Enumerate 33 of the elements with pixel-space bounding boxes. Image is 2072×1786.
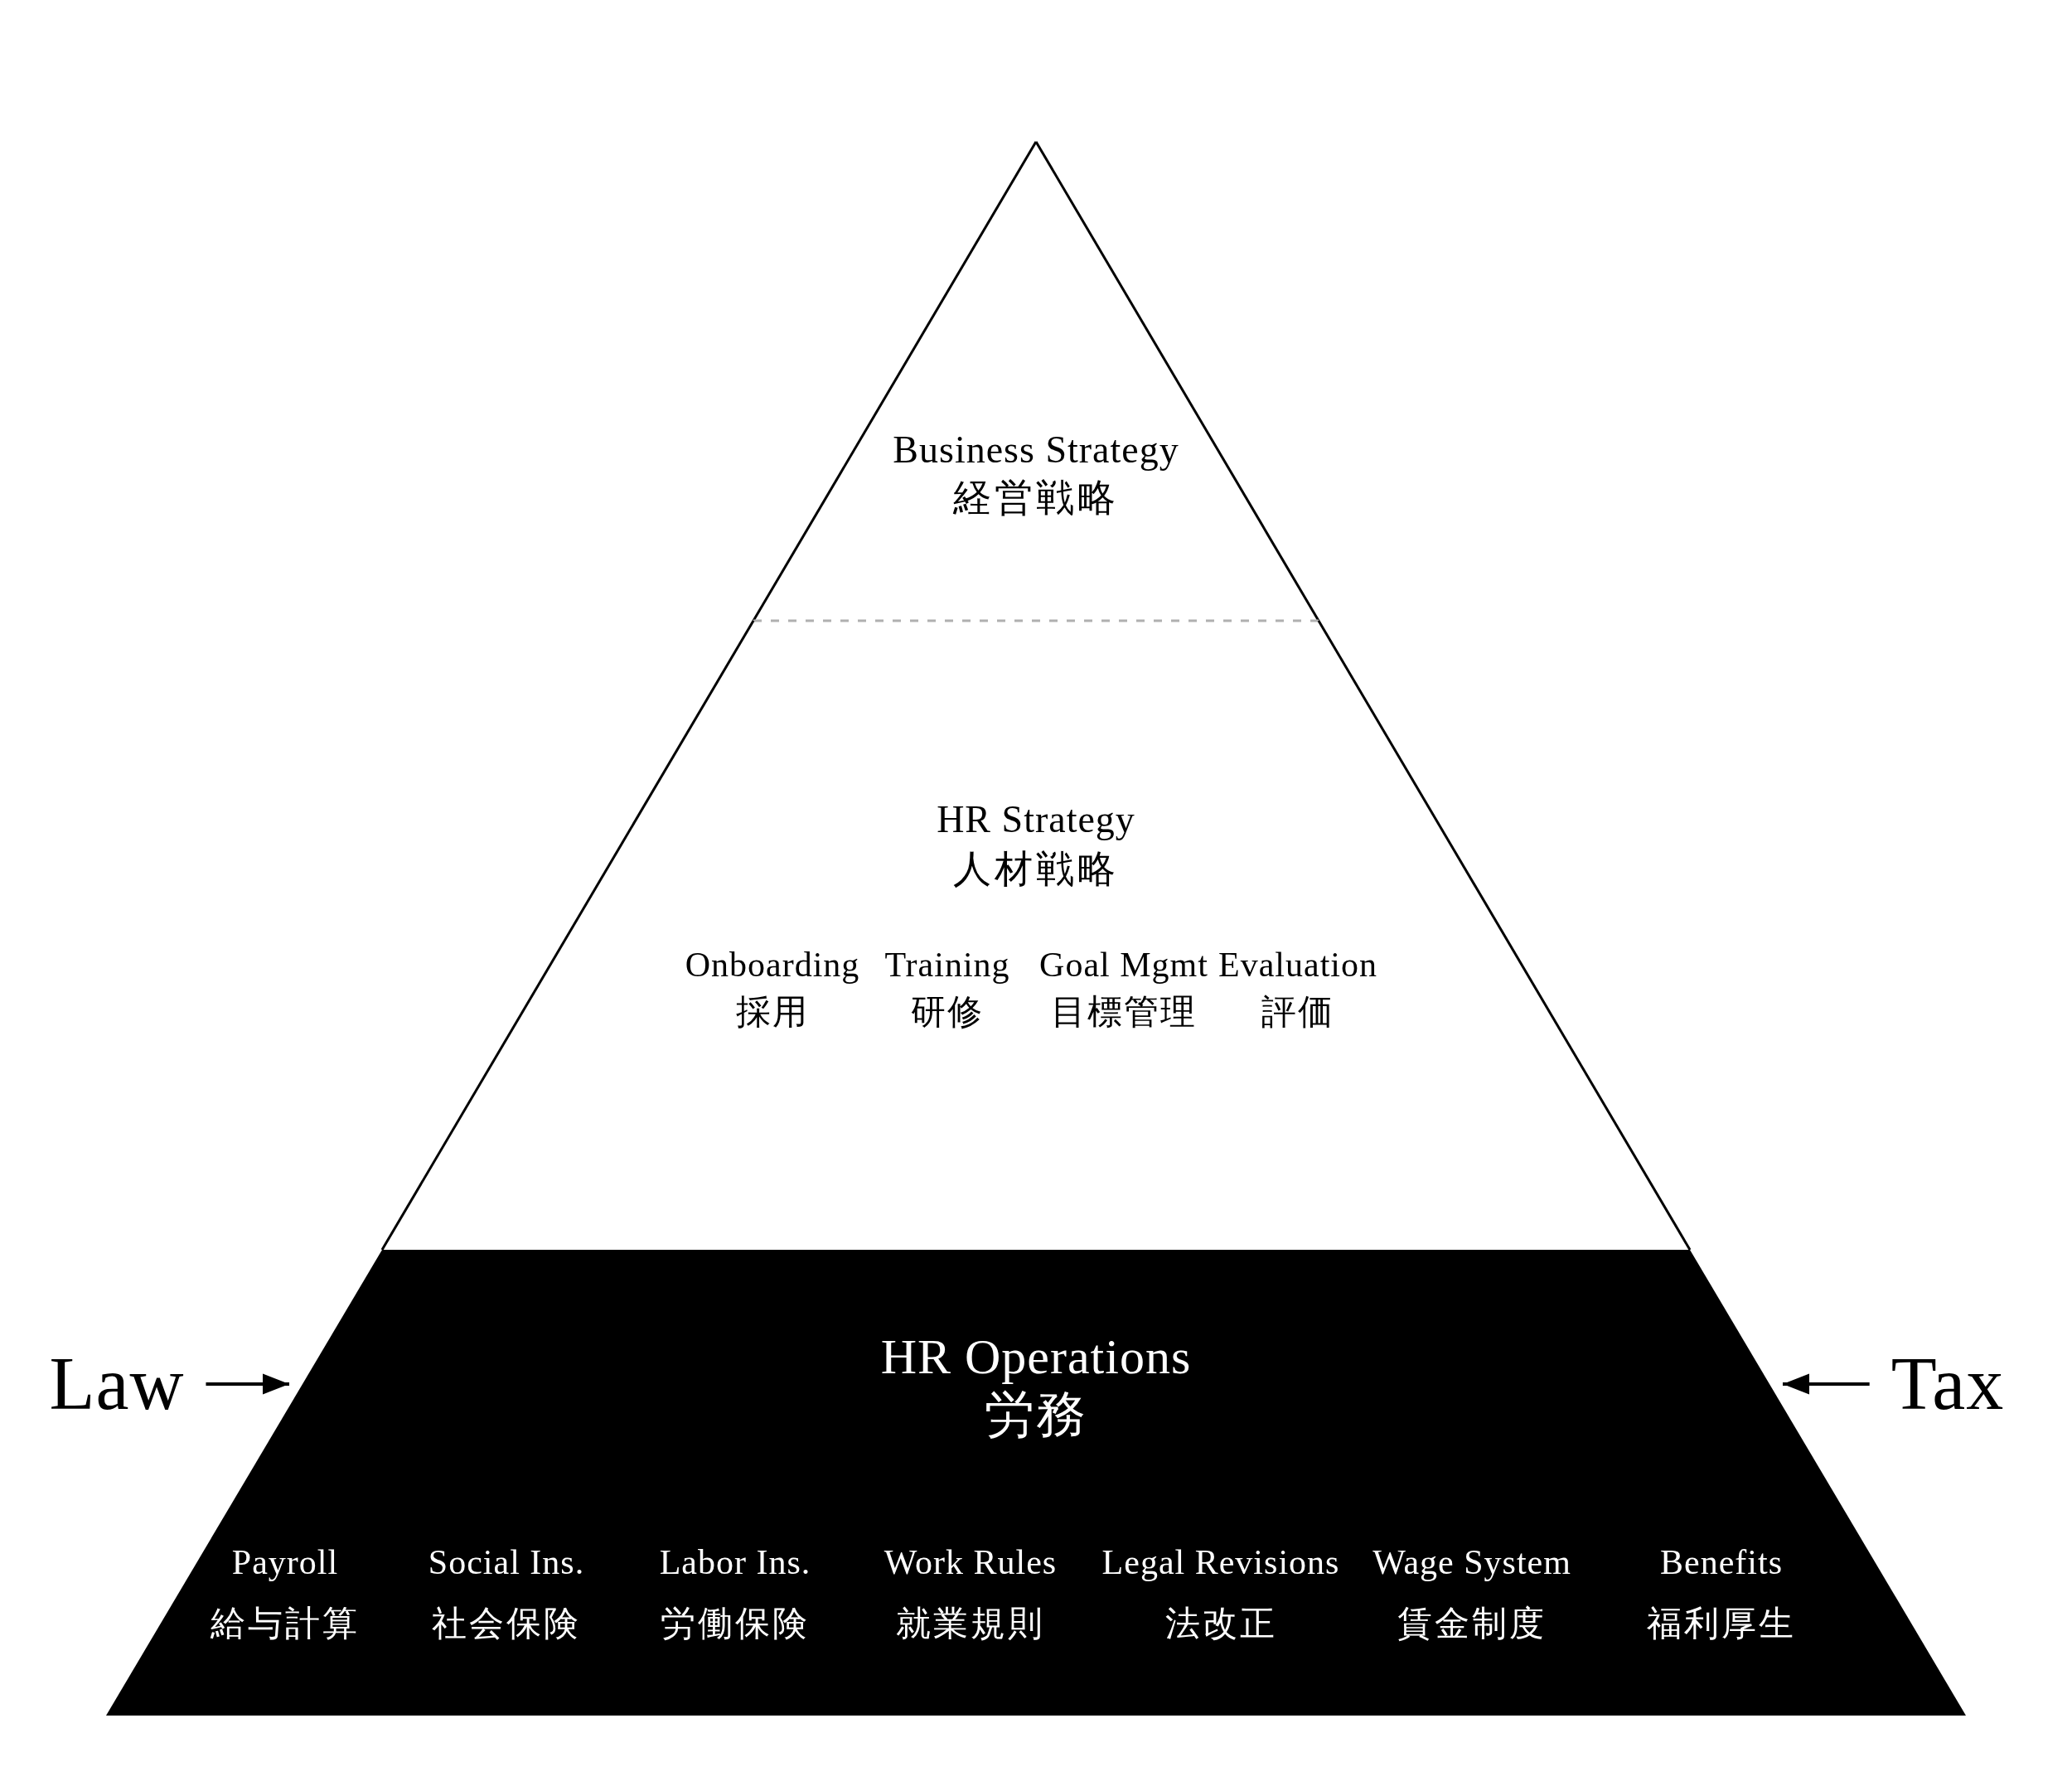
topic-label-japanese: 賃金制度 (1397, 1606, 1547, 1641)
pyramid-middle-tier (382, 621, 1690, 1250)
topic-label: Labor Ins. (659, 1545, 811, 1580)
topic-label-japanese: 目標管理 (1051, 995, 1197, 1029)
side-label: Law (49, 1347, 185, 1421)
arrow (1783, 1373, 1870, 1395)
topic-label-japanese: 労働保険 (661, 1606, 810, 1641)
topic-label: Onboarding (685, 947, 860, 982)
topic-label: Payroll (231, 1545, 339, 1580)
side-label: Tax (1890, 1347, 2005, 1421)
topic-label-japanese: 評価 (1261, 995, 1334, 1029)
topic-label: Training (884, 947, 1010, 982)
topic-label: Social Ins. (428, 1545, 585, 1580)
topic-label-japanese: 研修 (911, 995, 984, 1029)
topic-label: Legal Revisions (1101, 1545, 1340, 1580)
topic-label-japanese: 採用 (736, 995, 809, 1029)
topic-label: Work Rules (884, 1545, 1058, 1580)
tier-heading: HR Strategy (937, 801, 1135, 839)
tier-heading: Business Strategy (893, 431, 1179, 469)
topic-label-japanese: 給与計算 (211, 1606, 360, 1641)
tier-heading-japanese: 経営戦略 (953, 479, 1119, 517)
topic-label-japanese: 就業規則 (896, 1606, 1045, 1641)
topic-label-japanese: 福利厚生 (1647, 1606, 1796, 1641)
topic-label: Evaluation (1218, 947, 1377, 982)
topic-label-japanese: 法改正 (1164, 1606, 1277, 1641)
tier-heading-japanese: 労務 (985, 1390, 1087, 1440)
arrow (206, 1373, 289, 1395)
pyramid-top-tier (753, 142, 1319, 621)
topic-label-japanese: 社会保険 (432, 1606, 581, 1641)
topic-label: Benefits (1660, 1545, 1783, 1580)
topic-label: Wage System (1372, 1545, 1571, 1580)
topic-label: Goal Mgmt (1039, 947, 1208, 982)
tier-heading-japanese: 人材戦略 (953, 850, 1119, 888)
